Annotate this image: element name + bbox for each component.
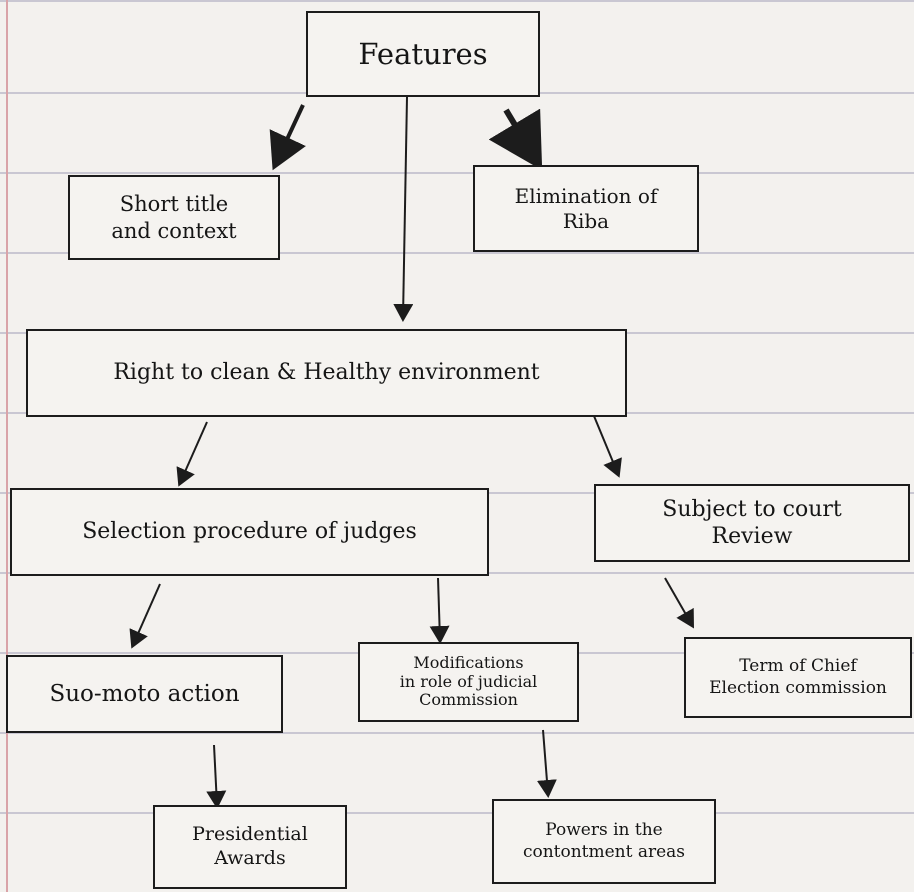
node-term-chief-label: Term of Chief Election commission [709,656,887,698]
node-presidential-label: Presidential Awards [192,823,308,869]
node-modifications-label: Modifications in role of judicial Commis… [399,653,538,710]
node-suo-moto: Suo-moto action [6,655,283,733]
node-modifications: Modifications in role of judicial Commis… [358,642,579,722]
node-presidential: Presidential Awards [153,805,347,889]
node-short-title: Short title and context [68,175,280,260]
node-suo-moto-label: Suo-moto action [49,680,240,707]
arrow-features-right-env [393,96,414,322]
node-selection-judges: Selection procedure of judges [10,488,489,576]
node-short-title-label: Short title and context [111,192,237,243]
node-elimination-riba-label: Elimination of Riba [514,183,658,233]
arrow-selection-modifications [429,577,450,644]
arrow-features-short-title [269,104,306,171]
node-right-clean-env-label: Right to clean & Healthy environment [113,360,540,386]
arrow-selection-suo [129,583,161,649]
margin-line [6,0,8,892]
node-powers-cantonment: Powers in the contontment areas [492,799,716,884]
arrow-env-subject [593,415,622,478]
node-right-clean-env: Right to clean & Healthy environment [26,329,627,417]
node-term-chief: Term of Chief Election commission [684,637,912,718]
arrow-suo-presidential [206,744,227,809]
arrow-env-selection [176,421,208,487]
node-elimination-riba: Elimination of Riba [473,165,699,252]
node-subject-court-label: Subject to court Review [662,496,842,550]
node-subject-court: Subject to court Review [594,484,910,562]
node-features: Features [306,11,540,97]
node-powers-cantonment-label: Powers in the contontment areas [522,820,686,862]
arrow-subject-term [664,577,694,629]
node-features-label: Features [358,36,488,71]
arrow-modifications-powers [536,729,557,798]
node-selection-judges-label: Selection procedure of judges [82,519,417,545]
arrow-features-elimination [488,108,543,171]
